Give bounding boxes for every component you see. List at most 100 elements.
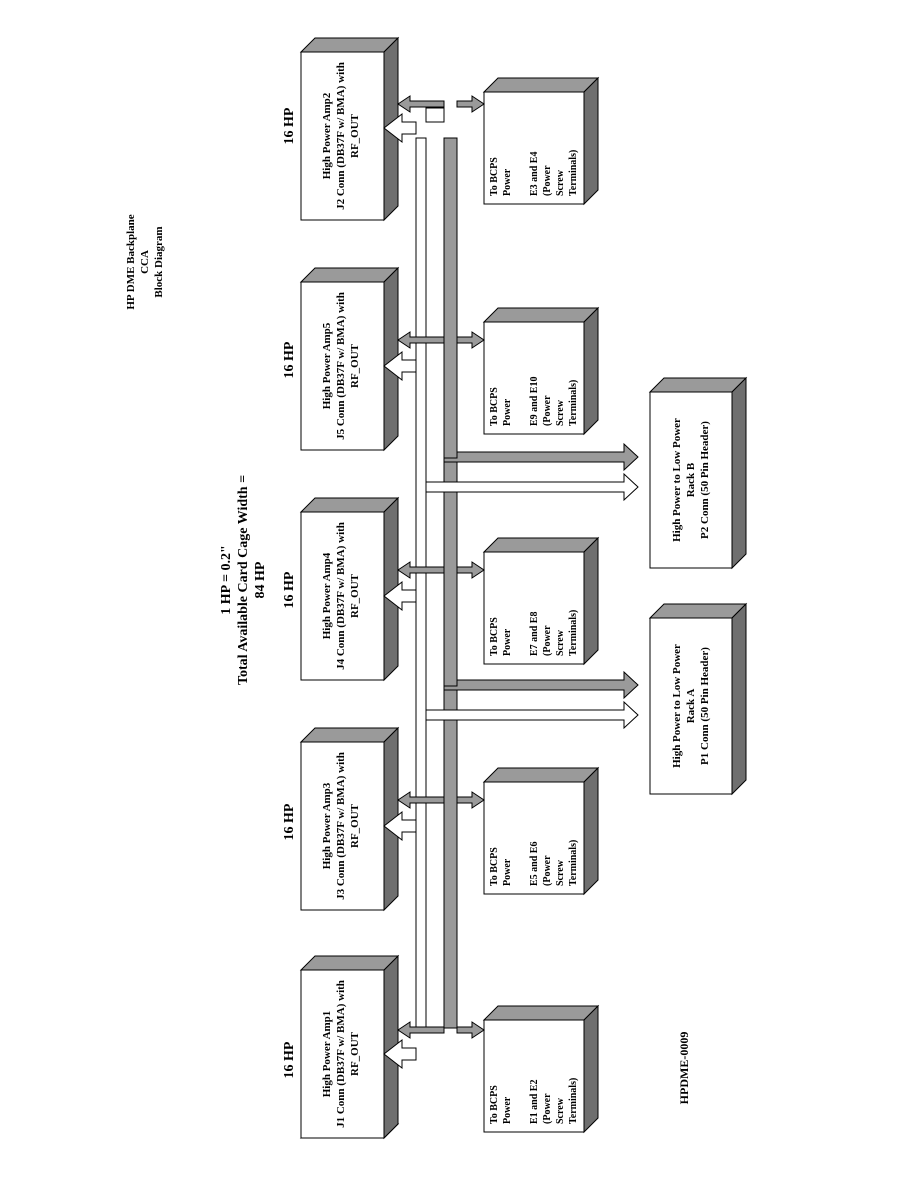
amp2-name: High Power Amp2	[321, 92, 333, 179]
power5-line3: E9 and E10	[529, 377, 540, 426]
power1-line3: E1 and E2	[529, 1080, 540, 1124]
rack-b-line2: Rack B	[685, 462, 697, 497]
power5-line5: Screw	[555, 399, 566, 426]
rack-b-branches	[425, 442, 639, 502]
amp5-connectors	[383, 331, 485, 382]
rack-a-line2: Rack A	[685, 689, 697, 724]
power2-line6: Terminals)	[568, 150, 579, 196]
title-line-2: CCA	[139, 250, 151, 274]
amp1-text: High Power Amp1 J1 Conn (DB37F w/ BMA) w…	[321, 980, 361, 1128]
amp5-conn: J5 Conn (DB37F w/ BMA) with	[335, 292, 347, 440]
title-line-1: HP DME Backplane	[125, 214, 137, 309]
rack-a-line3: P1 Conn (50 Pin Header)	[699, 647, 711, 765]
power1-line6: Terminals)	[568, 1078, 579, 1124]
amp-card-4	[299, 496, 400, 682]
scale-line-3: 84 HP	[253, 561, 268, 598]
rack-a-text: High Power to Low Power Rack A P1 Conn (…	[671, 644, 711, 768]
power4-line3: E7 and E8	[529, 612, 540, 656]
amp4-conn: J4 Conn (DB37F w/ BMA) with	[335, 522, 347, 670]
rack-b-text: High Power to Low Power Rack B P2 Conn (…	[671, 418, 711, 542]
amp3-name: High Power Amp3	[321, 782, 333, 869]
power1-line1: To BCPS	[489, 1085, 500, 1124]
power1-line5: Screw	[555, 1097, 566, 1124]
power2-line4: (Power	[542, 165, 553, 196]
amp3-text: High Power Amp3 J3 Conn (DB37F w/ BMA) w…	[321, 752, 361, 900]
power1-text: To BCPS Power E1 and E2 (Power Screw Ter…	[489, 1078, 579, 1124]
rack-box-b	[648, 376, 748, 570]
power-box-4	[482, 536, 600, 666]
amp4-name: High Power Amp4	[321, 552, 333, 639]
power5-line2: Power	[502, 398, 513, 426]
power3-line2: Power	[502, 858, 513, 886]
amp1-connectors	[383, 1021, 485, 1070]
amp3-rf: RF_OUT	[349, 803, 361, 848]
power3-line3: E5 and E6	[529, 842, 540, 886]
power4-line1: To BCPS	[489, 617, 500, 656]
amp4-hp-label: 16 HP	[282, 571, 297, 608]
power3-line1: To BCPS	[489, 847, 500, 886]
scale-block: 1 HP = 0.2" Total Available Card Cage Wi…	[219, 475, 268, 685]
power5-line1: To BCPS	[489, 387, 500, 426]
amp-card-1	[299, 954, 400, 1140]
rack-a-line1: High Power to Low Power	[671, 644, 683, 768]
power4-line6: Terminals)	[568, 610, 579, 656]
power1-line2: Power	[502, 1096, 513, 1124]
amp2-conn: J2 Conn (DB37F w/ BMA) with	[335, 62, 347, 210]
amp5-name: High Power Amp5	[321, 322, 333, 409]
power2-line2: Power	[502, 168, 513, 196]
power3-line4: (Power	[542, 855, 553, 886]
power1-line4: (Power	[542, 1093, 553, 1124]
power5-line4: (Power	[542, 395, 553, 426]
rack-b-line3: P2 Conn (50 Pin Header)	[699, 421, 711, 539]
rf-bus	[415, 137, 427, 1029]
power3-line6: Terminals)	[568, 840, 579, 886]
power2-line1: To BCPS	[489, 157, 500, 196]
amp3-conn: J3 Conn (DB37F w/ BMA) with	[335, 752, 347, 900]
rack-b-line1: High Power to Low Power	[671, 418, 683, 542]
power4-line4: (Power	[542, 625, 553, 656]
power4-line2: Power	[502, 628, 513, 656]
power2-line5: Screw	[555, 169, 566, 196]
amp3-hp-label: 16 HP	[282, 803, 297, 840]
power-box-1	[482, 1004, 600, 1134]
doc-number: HPDME-0009	[677, 1032, 691, 1105]
amp5-hp-label: 16 HP	[282, 341, 297, 378]
power4-text: To BCPS Power E7 and E8 (Power Screw Ter…	[489, 610, 579, 656]
power-box-5	[482, 306, 600, 436]
amp2-hp-label: 16 HP	[282, 107, 297, 144]
power-box-2	[482, 76, 600, 206]
amp-card-5	[299, 266, 400, 452]
amp1-hp-label: 16 HP	[282, 1041, 297, 1078]
power2-text: To BCPS Power E3 and E4 (Power Screw Ter…	[489, 150, 579, 196]
scale-line-2: Total Available Card Cage Width =	[236, 475, 251, 685]
amp5-text: High Power Amp5 J5 Conn (DB37F w/ BMA) w…	[321, 292, 361, 440]
amp-card-2	[299, 36, 400, 222]
power-box-3	[482, 766, 600, 896]
amp1-rf: RF_OUT	[349, 1031, 361, 1076]
rack-box-a	[648, 602, 748, 796]
power-bus	[443, 137, 458, 1029]
power5-text: To BCPS Power E9 and E10 (Power Screw Te…	[489, 377, 579, 426]
amp1-conn: J1 Conn (DB37F w/ BMA) with	[335, 980, 347, 1128]
power3-text: To BCPS Power E5 and E6 (Power Screw Ter…	[489, 840, 579, 886]
scale-line-1: 1 HP = 0.2"	[219, 545, 234, 614]
amp-card-3	[299, 726, 400, 912]
amp4-rf: RF_OUT	[349, 573, 361, 618]
amp5-rf: RF_OUT	[349, 343, 361, 388]
amp4-text: High Power Amp4 J4 Conn (DB37F w/ BMA) w…	[321, 522, 361, 670]
amp2-text: High Power Amp2 J2 Conn (DB37F w/ BMA) w…	[321, 62, 361, 210]
amp1-name: High Power Amp1	[321, 1011, 333, 1098]
title-line-3: Block Diagram	[153, 226, 165, 297]
power2-line3: E3 and E4	[529, 152, 540, 196]
title-block: HP DME Backplane CCA Block Diagram	[125, 214, 165, 309]
amp2-rf: RF_OUT	[349, 113, 361, 158]
amp3-connectors	[383, 791, 485, 842]
power5-line6: Terminals)	[568, 380, 579, 426]
power4-line5: Screw	[555, 629, 566, 656]
amp2-connectors	[383, 95, 485, 144]
amp4-connectors	[383, 561, 485, 612]
rack-a-branches	[425, 670, 639, 730]
power3-line5: Screw	[555, 859, 566, 886]
